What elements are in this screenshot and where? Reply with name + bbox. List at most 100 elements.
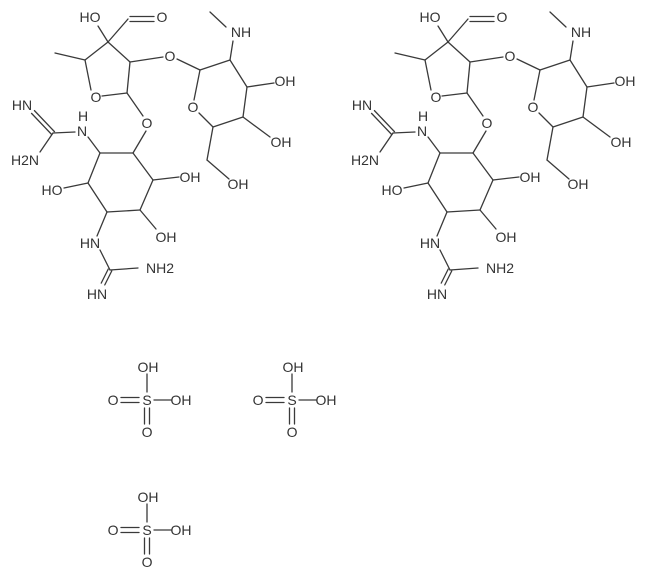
bond: [84, 59, 92, 91]
imine-double-bond: [373, 109, 396, 133]
atom-label-o-bottom: O: [142, 424, 153, 440]
bond: [447, 18, 469, 43]
bond: [229, 59, 248, 88]
atom-label-o-left: O: [108, 392, 119, 408]
bond: [193, 69, 201, 101]
bond: [466, 92, 484, 117]
bond: [39, 132, 54, 153]
atom-label-s: S: [142, 522, 151, 538]
bond: [379, 132, 394, 153]
bond: [569, 59, 588, 88]
atom-label-o-ring5: O: [431, 89, 442, 105]
bond: [63, 182, 89, 189]
bond: [479, 179, 494, 211]
atom-label-oh-c3p: OH: [615, 73, 636, 89]
bond: [87, 182, 108, 213]
bond: [403, 182, 429, 189]
bond: [52, 131, 76, 134]
atom-label-ho-c3: HO: [80, 9, 101, 25]
bond: [446, 209, 481, 213]
atom-label-o-gly2: O: [142, 115, 153, 131]
atom-label-oh-top: OH: [138, 489, 159, 505]
atom-label-oh-right: OH: [316, 392, 337, 408]
atom-label-oh-top: OH: [283, 359, 304, 375]
atom-label-h-g1: H: [418, 108, 428, 124]
bond: [582, 86, 588, 118]
bond: [533, 69, 541, 101]
atom-label-o-ring6: O: [528, 99, 539, 115]
bond: [436, 211, 448, 237]
bond: [424, 41, 449, 61]
bond: [84, 41, 109, 61]
bond: [139, 209, 157, 230]
atom-label-hn-g1: HN: [352, 97, 372, 113]
bond: [199, 59, 231, 71]
bond: [152, 176, 180, 181]
bond: [101, 92, 128, 97]
imine-double-bond: [33, 109, 56, 133]
bond: [569, 40, 574, 61]
atom-label-ho-cy: HO: [382, 182, 403, 198]
atom-label-hn2-g2: HN: [87, 286, 107, 302]
bond: [447, 41, 471, 63]
bond: [424, 59, 432, 91]
bond: [242, 86, 248, 118]
atom-label-hn-g1: HN: [12, 97, 32, 113]
bond: [132, 130, 147, 154]
atom-label-o-ald: O: [497, 9, 508, 25]
atom-label-o-left: O: [108, 522, 119, 538]
atom-label-oh-cy2: OH: [156, 229, 177, 245]
atom-label-oh-cy1: OH: [520, 169, 541, 185]
atom-label-oh-c3p: OH: [275, 73, 296, 89]
bond: [229, 40, 234, 61]
atom-label-s: S: [287, 392, 296, 408]
atom-label-h-g1: H: [78, 108, 88, 124]
bond: [109, 267, 139, 271]
bond: [126, 61, 131, 94]
bond: [479, 209, 497, 230]
atom-label-ho-c3: HO: [420, 9, 441, 25]
atom-label-oh-right: OH: [171, 392, 192, 408]
bond: [449, 267, 479, 271]
sulfuric-acid-1: S OH OH O O: [108, 359, 192, 440]
bond: [107, 18, 129, 43]
atom-label-o-left: O: [253, 392, 264, 408]
bond: [439, 249, 451, 271]
bond: [99, 249, 111, 271]
atom-label-s: S: [142, 392, 151, 408]
atom-label-oh-c4p: OH: [611, 134, 632, 150]
bond: [427, 182, 448, 213]
imine-double-bond: [440, 268, 449, 284]
atom-label-oh-right: OH: [171, 522, 192, 538]
atom-label-oh-c4p: OH: [271, 134, 292, 150]
atom-label-ho-cy: HO: [42, 182, 63, 198]
atom-label-oh-c6p: OH: [568, 176, 589, 192]
bond: [126, 92, 144, 117]
atom-label-o-gly1: O: [505, 48, 516, 64]
atom-label-oh-c6p: OH: [228, 176, 249, 192]
bond: [206, 126, 214, 161]
bond: [437, 25, 449, 43]
bond: [492, 176, 520, 181]
bond: [582, 116, 611, 138]
methyl-bond: [54, 52, 86, 61]
atom-label-n-g1: N: [77, 123, 87, 139]
bond: [132, 152, 154, 181]
atom-label-h2n-g1: H2N: [351, 152, 379, 168]
imine-double-bond: [100, 268, 109, 284]
bond: [538, 112, 554, 128]
imine-double-bond: [370, 112, 393, 136]
atom-label-o-gly2: O: [482, 115, 493, 131]
atom-label-oh-top: OH: [138, 359, 159, 375]
bond: [427, 152, 441, 184]
bond: [242, 116, 271, 138]
atom-label-hn2-g2: HN: [427, 286, 447, 302]
atom-label-o-ald: O: [157, 9, 168, 25]
bond: [176, 58, 201, 71]
bond: [87, 136, 101, 154]
